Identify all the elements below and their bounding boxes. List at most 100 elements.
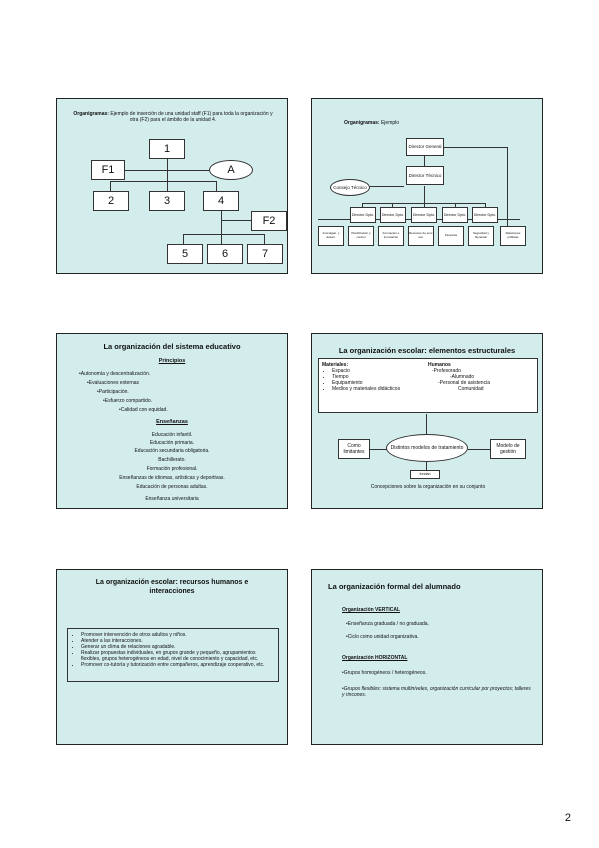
connector-line [507, 147, 508, 229]
unit-box: Formación e innovación [378, 226, 404, 246]
slide-2-title: Organigramas: Ejemplo [344, 120, 400, 126]
list-item: Atender a las interacciones. [81, 638, 274, 644]
slide-3-sistema-educativo: La organización del sistema educativo Pr… [56, 333, 288, 509]
slide-3-title: La organización del sistema educativo [103, 342, 241, 351]
org-box-f1: F1 [91, 160, 125, 180]
connector-line [370, 186, 404, 187]
unit-box: Recursos de serv. soc. [408, 226, 434, 246]
connector-line [362, 203, 363, 207]
connector-line [110, 181, 217, 182]
concepciones-text: Concepciones sobre la organización en su… [370, 484, 486, 490]
connector-line [167, 159, 168, 191]
org-box-2: 2 [93, 191, 129, 211]
modelos-ellipse: Distintos modelos de tratamiento [386, 434, 468, 462]
recursos-list-box: Promover intervención de otros adultos y… [67, 628, 279, 682]
modelo-gestion-box: Modelo de gestión [490, 439, 526, 459]
horizontal-heading: Organización HORIZONTAL [342, 655, 408, 661]
unit-box: Investigac. y desarr. [318, 226, 344, 246]
ensenanzas-heading: Enseñanzas [156, 419, 188, 425]
director-dpto-box: Director Dpto. [380, 207, 406, 223]
org-box-7: 7 [247, 244, 283, 264]
connector-line [221, 211, 222, 253]
principio-item: •Participación. [97, 389, 129, 395]
list-item: Promover co-tutoría y tutorización entre… [81, 662, 274, 668]
connector-line [264, 234, 265, 244]
vertical-item: •Ciclo como unidad organizativa. [346, 634, 419, 640]
horizontal-item: •Grupos homogéneos / heterogéneos. [342, 670, 427, 676]
connector-line [221, 220, 251, 221]
vertical-item: •Enseñanza graduada / no graduada. [346, 621, 429, 627]
principio-item: •Esfuerzo compartido. [103, 398, 152, 404]
org-box-1: 1 [149, 139, 185, 159]
org-box-4: 4 [203, 191, 239, 211]
connector-line [183, 234, 184, 244]
org-box-3: 3 [149, 191, 185, 211]
humanos-block: Humanos -Profesorado -Alumnado -Personal… [428, 362, 490, 392]
slide-5-recursos-humanos: La organización escolar: recursos humano… [56, 569, 288, 745]
connector-line [216, 181, 217, 191]
director-dpto-box: Director Dpto. [411, 207, 437, 223]
slide-6-title: La organización formal del alumnado [328, 582, 461, 591]
principio-item: •Evaluaciones externas [87, 380, 140, 386]
unit-box: Planificación y control [348, 226, 374, 246]
connector-line [426, 414, 427, 434]
director-dpto-box: Director Dpto. [472, 207, 498, 223]
connector-line [424, 156, 425, 166]
recursos-box [318, 358, 538, 413]
ensenanza-item: Educación de personas adultas. [136, 484, 208, 490]
connector-line [125, 170, 231, 171]
director-tecnico-box: Director Técnico [406, 166, 444, 185]
connector-line [485, 203, 486, 207]
connector-line [110, 181, 111, 191]
vertical-heading: Organización VERTICAL [342, 607, 401, 613]
connector-line [392, 203, 393, 207]
slide-1-title-text: Ejemplo de inserción de una unidad staff… [108, 111, 273, 123]
slide-2-organigram-example: Organigramas: Ejemplo Director General D… [311, 98, 543, 274]
slide-1-title-bold: Organigramas: [73, 111, 109, 117]
slide-6-organizacion-alumnado: La organización formal del alumnado Orga… [311, 569, 543, 745]
org-box-f2: F2 [251, 211, 287, 231]
principio-item: •Calidad con equidad. [119, 407, 168, 413]
list-item: Generar un clima de relaciones agradable… [81, 644, 274, 650]
ensenanza-item: Enseñanza universitaria [145, 496, 199, 502]
ensenanza-item: Formación profesional. [146, 466, 198, 472]
materiales-list: Espacio Tiempo Equipamiento Medios y mat… [322, 368, 432, 392]
slide-4-title: La organización escolar: elementos estru… [338, 346, 516, 355]
horizontal-item: •Grupos flexibles: sistema multiniveles,… [342, 686, 531, 698]
como-limitantes-box: Como limitantes [338, 439, 370, 459]
list-item: Realizar propuestas individuales, en gru… [81, 650, 274, 662]
recursos-list: Promover intervención de otros adultos y… [72, 632, 274, 668]
unit-box: Seguridad y bienestar [468, 226, 494, 246]
connector-line [183, 234, 265, 235]
slide-1-title: Organigramas: Ejemplo de inserción de un… [71, 111, 275, 123]
ensenanza-item: Educación primaria. [149, 440, 195, 446]
ensenanza-item: Educación infantil. [151, 432, 193, 438]
slide-5-title: La organización escolar: recursos humano… [95, 579, 249, 595]
consejo-tecnico-ellipse: Consejo Técnico [330, 179, 370, 196]
connector-line [444, 147, 508, 148]
ensenanza-item: Enseñanzas de idiomas, artísticas y depo… [119, 475, 225, 481]
connector-line [424, 186, 425, 204]
org-ellipse-a: A [209, 160, 253, 180]
connector-line [426, 462, 427, 474]
director-dpto-box: Director Dpto. [350, 207, 376, 223]
director-general-box: Director General [406, 138, 444, 156]
principio-item: •Autonomía y descentralización. [79, 371, 151, 377]
ensenanza-item: Educación secundaria obligatoria. [134, 448, 210, 454]
connector-line [424, 203, 425, 207]
connector-line [468, 449, 490, 450]
slide-1-organigram-staff: Organigramas: Ejemplo de inserción de un… [56, 98, 288, 274]
list-item: Promover intervención de otros adultos y… [81, 632, 274, 638]
page-number: 2 [564, 812, 571, 824]
connector-line [370, 449, 388, 450]
connector-line [455, 203, 456, 207]
materiales-block: Materiales: Espacio Tiempo Equipamiento … [322, 362, 432, 392]
ensenanza-item: Bachillerato. [158, 457, 186, 463]
slide-4-elementos-estructurales: La organización escolar: elementos estru… [311, 333, 543, 509]
fundan-box: fundan [410, 470, 440, 479]
director-dpto-box: Director Dpto. [442, 207, 468, 223]
org-box-5: 5 [167, 244, 203, 264]
principios-heading: Principios [158, 358, 186, 364]
org-box-6: 6 [207, 244, 243, 264]
unit-box: Relaciones públicas [500, 226, 526, 246]
